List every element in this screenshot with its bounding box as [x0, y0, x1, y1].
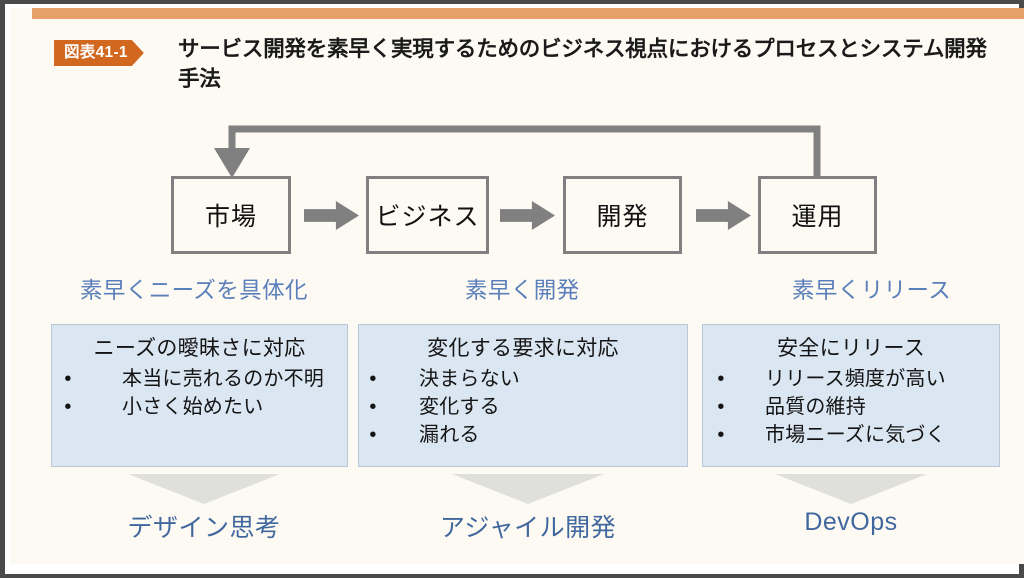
list-item: • 決まらない: [359, 365, 687, 393]
list-item-label: 変化する: [419, 396, 500, 418]
list-item-label: 漏れる: [419, 424, 480, 446]
flow-arrow-icon: [696, 201, 751, 230]
info-panel-needs: ニーズの曖昧さに対応 • 本当に売れるのか不明 • 小さく始めたい: [51, 324, 348, 467]
speed-caption-development: 素早く開発: [465, 278, 580, 303]
bullet-dot-icon: •: [64, 368, 72, 390]
process-box-label: 市場: [204, 203, 257, 231]
list-item-label: 市場ニーズに気づく: [765, 424, 946, 446]
panel-heading: 安全にリリース: [776, 337, 926, 360]
process-box-business[interactable]: ビジネス: [366, 176, 489, 254]
chevron-down-icon: [452, 474, 604, 504]
panel-heading: 変化する要求に対応: [427, 337, 619, 360]
list-item-label: 小さく始めたい: [122, 396, 264, 418]
bullet-dot-icon: •: [64, 396, 72, 418]
figure-number-badge: 図表41-1: [54, 40, 144, 66]
process-box-label: ビジネス: [375, 203, 480, 231]
top-accent-bar: [32, 8, 1024, 19]
chevron-down-icon: [775, 474, 927, 504]
flow-arrow-icon: [500, 201, 555, 230]
info-panel-requirements: 変化する要求に対応 • 決まらない • 変化する • 漏れる: [358, 324, 688, 467]
method-label-design-thinking: デザイン思考: [127, 514, 281, 542]
list-item-label: 品質の維持: [765, 396, 866, 418]
panel-heading: ニーズの曖昧さに対応: [93, 337, 306, 360]
speed-caption-needs: 素早くニーズを具体化: [80, 278, 308, 303]
process-box-operations[interactable]: 運用: [758, 176, 877, 254]
list-item-label: 決まらない: [419, 368, 520, 390]
flow-arrow-icon: [304, 201, 359, 230]
method-label-devops: DevOps: [804, 508, 898, 536]
process-box-market[interactable]: 市場: [171, 176, 291, 254]
list-item-label: リリース頻度が高い: [765, 368, 946, 390]
panel-bullet-list: • 本当に売れるのか不明 • 小さく始めたい: [52, 365, 347, 421]
list-item: • 本当に売れるのか不明: [52, 365, 347, 393]
list-item: • 小さく始めたい: [52, 393, 347, 421]
list-item: • 漏れる: [359, 421, 687, 449]
process-box-label: 運用: [791, 203, 844, 231]
slide-canvas: 図表41-1 サービス開発を素早く実現するためのビジネス視点におけるプロセスとシ…: [10, 8, 1024, 564]
list-item: • リリース頻度が高い: [703, 365, 999, 393]
page-title: サービス開発を素早く実現するためのビジネス視点におけるプロセスとシステム開発手法: [178, 37, 987, 91]
list-item: • 変化する: [359, 393, 687, 421]
process-box-label: 開発: [596, 203, 649, 231]
slide-header: 図表41-1 サービス開発を素早く実現するためのビジネス視点におけるプロセスとシ…: [10, 34, 1024, 104]
bullet-dot-icon: •: [717, 424, 725, 446]
method-label-agile: アジャイル開発: [439, 514, 617, 542]
list-item-label: 本当に売れるのか不明: [122, 368, 324, 390]
panel-bullet-list: • リリース頻度が高い • 品質の維持 • 市場ニーズに気づく: [703, 365, 999, 449]
bullet-dot-icon: •: [369, 396, 377, 418]
list-item: • 品質の維持: [703, 393, 999, 421]
panel-bullet-list: • 決まらない • 変化する • 漏れる: [359, 365, 687, 449]
bullet-dot-icon: •: [717, 368, 725, 390]
bullet-dot-icon: •: [369, 424, 377, 446]
bullet-dot-icon: •: [369, 368, 377, 390]
process-box-development[interactable]: 開発: [563, 176, 682, 254]
list-item: • 市場ニーズに気づく: [703, 421, 999, 449]
chevron-down-icon: [128, 474, 280, 504]
speed-caption-release: 素早くリリース: [792, 278, 952, 303]
info-panel-release: 安全にリリース • リリース頻度が高い • 品質の維持 • 市場ニーズに気づく: [702, 324, 1000, 467]
bullet-dot-icon: •: [717, 396, 725, 418]
